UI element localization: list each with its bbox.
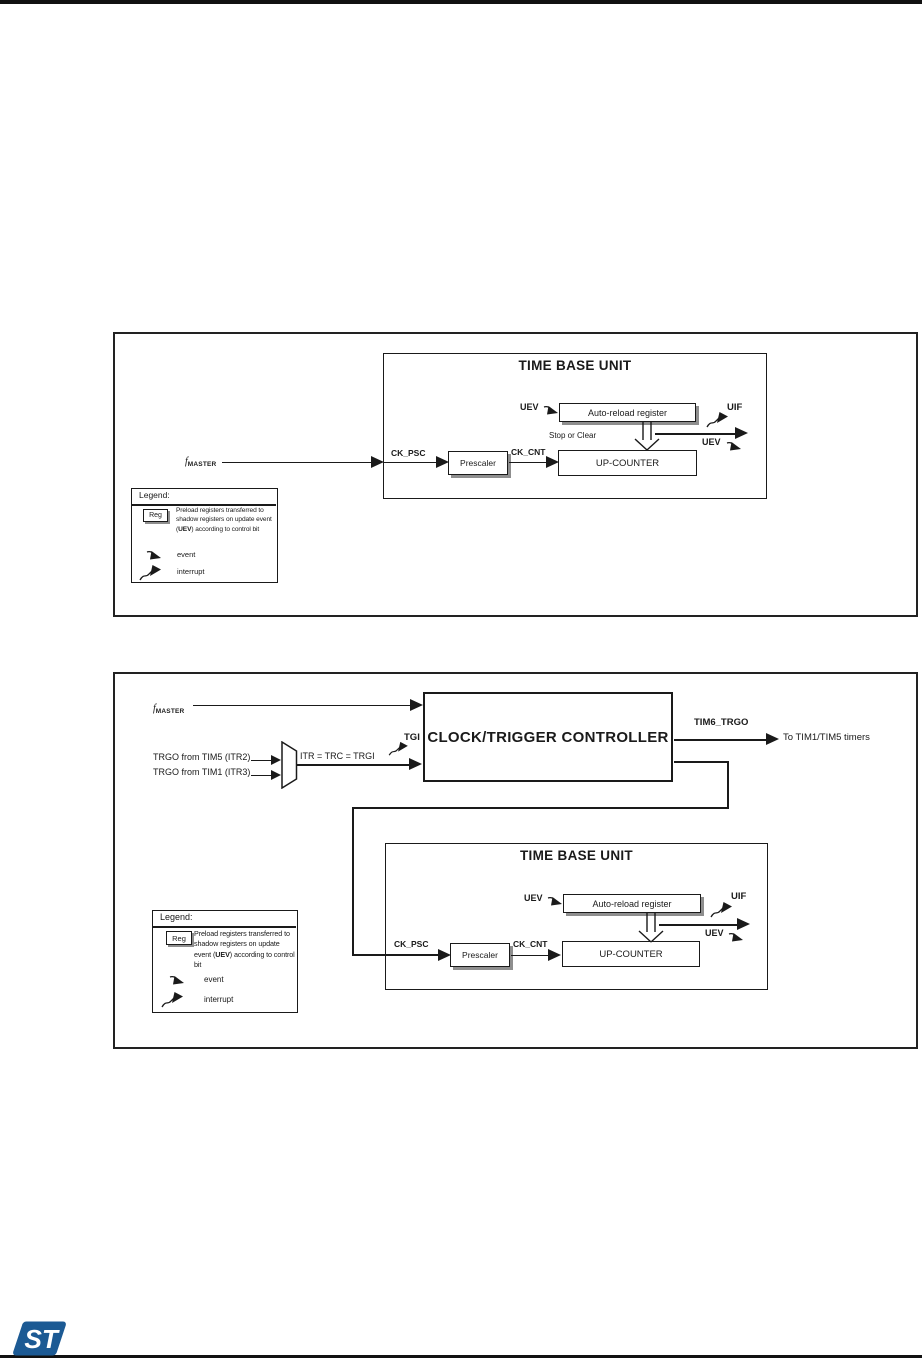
fig1-legend-description: Preload registers transferred to shadow … [176, 507, 272, 533]
fig1-uev-out-arrowhead [735, 426, 748, 439]
fig1-arrowhead-prescaler [436, 455, 449, 468]
fig1-time-base-unit-box [383, 353, 767, 499]
event-icon [547, 895, 563, 907]
fig2-uev-out-line [659, 924, 737, 926]
fig2-legend-interrupt-label: interrupt [204, 995, 234, 1004]
fig2-tim6-trgo-arrowhead [766, 732, 779, 745]
fig1-ck-cnt-label: CK_CNT [511, 447, 546, 457]
fig2-reload-arrow [638, 913, 664, 943]
fig2-trgo-tim1-arrowhead [271, 770, 281, 780]
fig2-connector-seg3 [352, 807, 729, 809]
fig1-stop-or-clear-label: Stop or Clear [549, 431, 597, 440]
fig2-trgo-tim1-line [251, 774, 271, 776]
fig2-fmaster-line [193, 704, 410, 706]
fig2-trigger-mux [281, 741, 298, 789]
fig1-line-to-counter [509, 461, 547, 463]
fig2-to-timers-label: To TIM1/TIM5 timers [783, 732, 870, 743]
fig2-connector-seg1 [674, 761, 728, 763]
fig2-uev-left-label: UEV [524, 893, 543, 903]
fig2-trgo-tim5-arrowhead [271, 755, 281, 765]
fig2-tgi-label: TGI [404, 732, 420, 743]
fig1-legend-interrupt-label: interrupt [177, 567, 205, 576]
fig2-connector-seg4 [352, 807, 354, 955]
fig2-time-base-unit-box [385, 843, 768, 990]
fig2-uev-right-label: UEV [705, 928, 724, 938]
fig1-arrowhead-counter [546, 455, 559, 468]
fig2-trgo-tim1-label: TRGO from TIM1 (ITR3) [153, 767, 251, 777]
fig1-legend-divider [132, 504, 276, 506]
event-icon [146, 549, 162, 561]
fig2-legend-event-label: event [204, 975, 224, 984]
event-icon [543, 404, 559, 416]
fig2-ck-cnt-label: CK_CNT [513, 939, 548, 949]
fig1-legend-event-label: event [177, 550, 196, 559]
fig2-uif-label: UIF [731, 891, 747, 902]
fig2-fmaster-arrowhead [410, 698, 423, 711]
interrupt-icon [161, 991, 184, 1009]
fig1-legend-title: Legend: [139, 490, 170, 500]
interrupt-icon [706, 411, 729, 429]
fig2-connector-seg5 [352, 954, 438, 956]
fig1-arrowhead-tbu-input [371, 455, 384, 468]
figure2-frame [113, 672, 918, 1049]
fig2-trgi-arrowhead [409, 757, 422, 770]
fig2-itr-equation-label: ITR = TRC = TRGI [300, 751, 375, 761]
fig1-fmaster-line [222, 461, 371, 463]
fig2-ck-psc-label: CK_PSC [394, 939, 429, 949]
fig2-trgo-tim5-line [251, 759, 271, 761]
fig2-legend-divider [153, 926, 296, 928]
fig1-auto-reload-box: Auto-reload register [559, 403, 696, 422]
st-logo-text: ST [24, 1324, 60, 1354]
fig1-ck-psc-label: CK_PSC [391, 448, 426, 458]
fig2-clock-trigger-controller-box: CLOCK/TRIGGER CONTROLLER [423, 692, 673, 782]
fig2-time-base-unit-title: TIME BASE UNIT [520, 848, 633, 863]
fig1-up-counter-box: UP-COUNTER [558, 450, 697, 476]
fig1-legend-reg-box: Reg [143, 509, 168, 522]
fig2-legend-reg-box: Reg [166, 931, 192, 945]
fig2-connector-seg2 [727, 761, 729, 808]
fig2-prescaler-box: Prescaler [450, 943, 510, 967]
event-icon [726, 440, 742, 452]
fig2-arrowhead-prescaler [438, 948, 451, 961]
page-bottom-rule [0, 1355, 922, 1358]
fig2-fmaster-label: fMASTER [153, 703, 185, 715]
fig2-legend-title: Legend: [160, 912, 193, 922]
fig2-tim6-trgo-label: TIM6_TRGO [694, 717, 749, 728]
interrupt-icon [710, 901, 733, 919]
interrupt-icon [139, 564, 162, 582]
event-icon [169, 974, 185, 986]
fig2-up-counter-box: UP-COUNTER [562, 941, 700, 967]
figure1-frame [113, 332, 918, 617]
st-logo: ST [12, 1321, 67, 1356]
event-icon [728, 931, 744, 943]
fig1-fmaster-label: fMASTER [185, 456, 217, 468]
fig2-auto-reload-box: Auto-reload register [563, 894, 701, 913]
fig2-uev-out-arrowhead [737, 917, 750, 930]
fig1-line-to-prescaler [384, 461, 437, 463]
fig1-uev-right-label: UEV [702, 437, 721, 447]
fig1-uev-left-label: UEV [520, 402, 539, 412]
page-top-rule [0, 0, 922, 4]
fig1-uif-label: UIF [727, 402, 743, 413]
fig2-arrowhead-counter [548, 948, 561, 961]
fig2-tim6-trgo-line [674, 739, 766, 741]
fig1-uev-out-line [655, 433, 736, 435]
fig2-line-to-counter [511, 954, 549, 956]
fig2-trgo-tim5-label: TRGO from TIM5 (ITR2) [153, 752, 251, 762]
fig2-trgi-line [297, 764, 409, 766]
interrupt-icon [388, 741, 409, 757]
fig1-reload-arrow [634, 421, 660, 451]
fig1-prescaler-box: Prescaler [448, 451, 508, 475]
fig1-time-base-unit-title: TIME BASE UNIT [518, 358, 632, 373]
fig2-legend-description: Preload registers transferred to shadow … [194, 929, 295, 969]
